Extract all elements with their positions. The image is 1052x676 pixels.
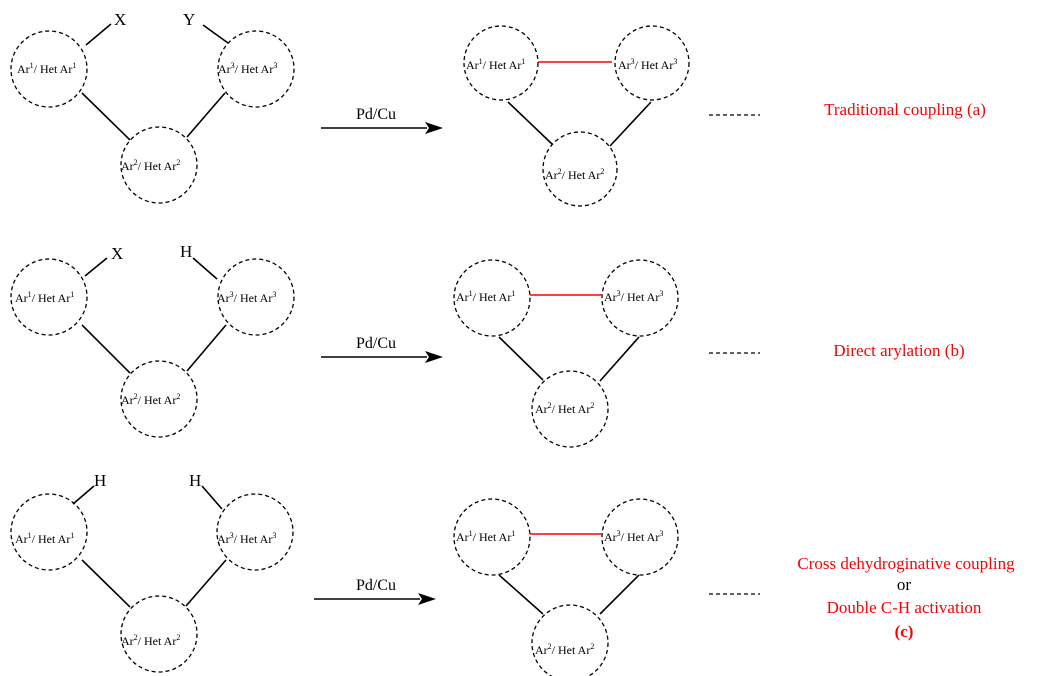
ring-ar2 [542, 131, 618, 207]
bond-ar3-ar2 [609, 101, 652, 147]
substituent-right: H [180, 242, 192, 261]
reagent-label: Pd/Cu [356, 577, 396, 594]
reaction-arrow-b: Pd/Cu [321, 335, 443, 363]
bond-ar1-ar2 [81, 559, 131, 608]
row-c: H H Ar1/ Het Ar1 Ar3/ Het Ar3 Ar2/ Het A… [10, 471, 1015, 676]
reagent-label: Pd/Cu [356, 335, 396, 352]
ring-ar3 [601, 259, 679, 337]
bond-ar3-substituent [202, 24, 229, 44]
arrowhead [418, 593, 436, 605]
ring-ar1 [453, 259, 531, 337]
label-ar1: Ar1/ Het Ar1 [15, 290, 74, 305]
ring-ar2 [120, 126, 198, 204]
method-title: Traditional coupling (a) [824, 100, 986, 119]
bond-ar3-ar2 [599, 574, 640, 615]
ring-ar1 [10, 30, 88, 108]
product-b: Ar1/ Het Ar1 Ar3/ Het Ar3 Ar2/ Het Ar2 [453, 259, 679, 448]
label-ar2: Ar2/ Het Ar2 [535, 642, 594, 657]
substituent-right: H [189, 471, 201, 490]
row-b: X H Ar1/ Het Ar1 Ar3/ Het Ar3 Ar2/ Het A… [10, 242, 965, 448]
reagent-label: Pd/Cu [356, 106, 396, 123]
substituent-left: H [94, 471, 106, 490]
bond-ar3-substituent [192, 257, 218, 280]
label-ar1: Ar1/ Het Ar1 [466, 57, 525, 72]
bond-ar3-substituent [201, 485, 223, 510]
label-ar1: Ar1/ Het Ar1 [456, 529, 515, 544]
label-ar2: Ar2/ Het Ar2 [121, 633, 180, 648]
label-ar1: Ar1/ Het Ar1 [15, 531, 74, 546]
bond-ar3-ar2 [186, 92, 226, 138]
label-ar2: Ar2/ Het Ar2 [121, 158, 180, 173]
bond-ar3-ar2 [599, 336, 640, 382]
bond-ar1-substituent [84, 257, 108, 277]
method-title: Direct arylation (b) [833, 341, 964, 360]
label-ar3: Ar3/ Het Ar3 [604, 529, 663, 544]
label-ar3: Ar3/ Het Ar3 [217, 290, 276, 305]
bond-ar1-substituent [72, 485, 95, 505]
reactant-a: X Y Ar1/ Het Ar1 Ar3/ Het Ar3 Ar2/ Het A… [10, 10, 295, 204]
label-ar3: Ar3/ Het Ar3 [218, 61, 277, 76]
method-title-line-2: or [897, 575, 912, 594]
ring-ar3 [601, 498, 679, 576]
reactant-c: H H Ar1/ Het Ar1 Ar3/ Het Ar3 Ar2/ Het A… [10, 471, 294, 673]
reaction-arrow-a: Pd/Cu [321, 106, 443, 134]
ring-ar1 [453, 498, 531, 576]
label-ar3: Ar3/ Het Ar3 [604, 289, 663, 304]
bond-ar1-ar2 [81, 92, 131, 141]
method-title-line-1: Cross dehydroginative coupling [797, 554, 1015, 573]
arrowhead [425, 122, 443, 134]
arrowhead [425, 351, 443, 363]
bond-ar3-ar2 [185, 559, 227, 607]
ring-ar2 [531, 604, 609, 676]
product-a: Ar1/ Het Ar1 Ar3/ Het Ar3 Ar2/ Het Ar2 [463, 25, 690, 207]
label-ar3: Ar3/ Het Ar3 [217, 531, 276, 546]
bond-ar1-ar2 [498, 336, 544, 381]
ring-ar1 [10, 258, 88, 336]
method-title-line-4: (c) [895, 622, 914, 641]
ring-ar2 [531, 370, 609, 448]
method-title-c: Cross dehydroginative coupling or Double… [797, 554, 1015, 641]
bond-ar3-ar2 [186, 324, 227, 372]
ring-ar2 [120, 595, 198, 673]
ring-ar3 [217, 258, 295, 336]
label-ar2: Ar2/ Het Ar2 [121, 392, 180, 407]
label-ar3: Ar3/ Het Ar3 [618, 57, 677, 72]
ring-ar3 [614, 25, 690, 101]
bond-ar1-ar2 [498, 574, 544, 615]
bond-ar1-ar2 [81, 324, 131, 374]
ring-ar2 [120, 360, 198, 438]
bond-ar1-ar2 [507, 101, 553, 145]
label-ar2: Ar2/ Het Ar2 [545, 167, 604, 182]
label-ar2: Ar2/ Het Ar2 [535, 401, 594, 416]
substituent-left: X [114, 10, 126, 29]
substituent-left: X [111, 244, 123, 263]
bond-ar1-substituent [85, 23, 112, 46]
row-a: X Y Ar1/ Het Ar1 Ar3/ Het Ar3 Ar2/ Het A… [10, 10, 986, 207]
ring-ar3 [216, 493, 294, 571]
label-ar1: Ar1/ Het Ar1 [456, 289, 515, 304]
product-c: Ar1/ Het Ar1 Ar3/ Het Ar3 Ar2/ Het Ar2 [453, 498, 679, 676]
ring-ar1 [463, 25, 539, 101]
substituent-right: Y [183, 10, 195, 29]
ring-ar3 [217, 30, 295, 108]
label-ar1: Ar1/ Het Ar1 [17, 61, 76, 76]
method-title-line-3: Double C-H activation [827, 598, 982, 617]
reaction-arrow-c: Pd/Cu [314, 577, 436, 605]
reactant-b: X H Ar1/ Het Ar1 Ar3/ Het Ar3 Ar2/ Het A… [10, 242, 295, 438]
ring-ar1 [10, 493, 88, 571]
